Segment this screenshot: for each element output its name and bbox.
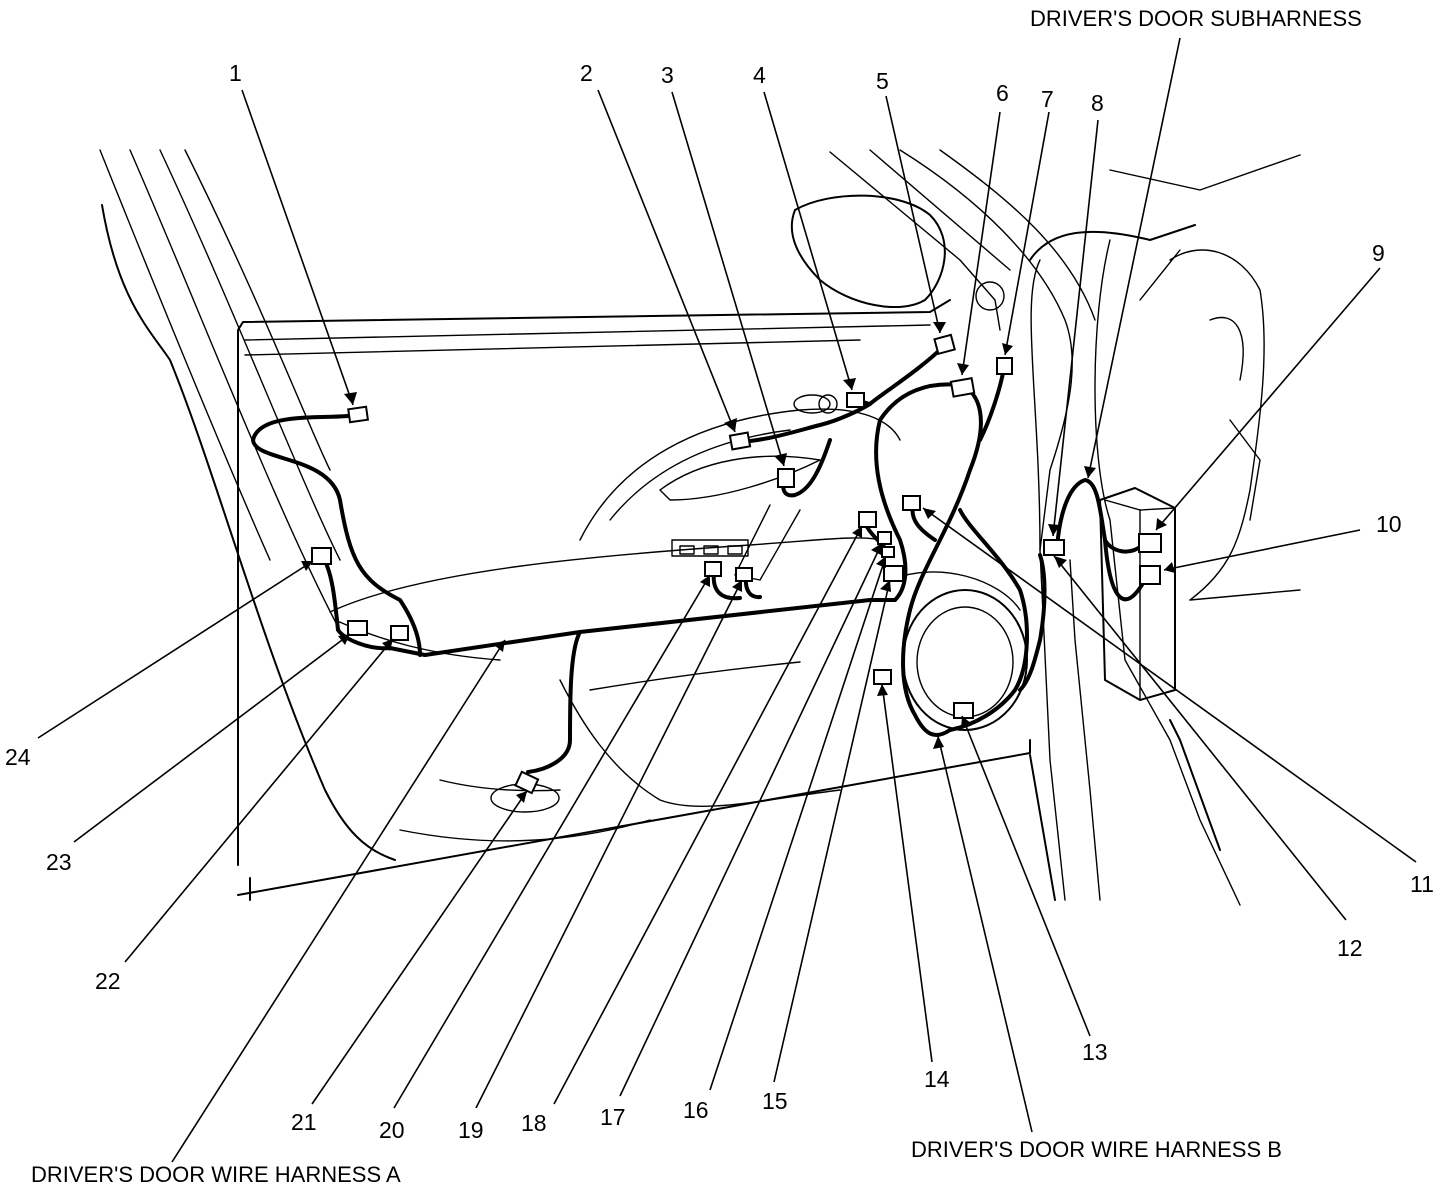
callout-10: 10 <box>1376 511 1402 537</box>
leader-lines <box>37 37 1417 1163</box>
callout-1: 1 <box>229 60 242 86</box>
connector-24 <box>311 547 332 565</box>
body-pillar-outline <box>1029 154 1301 906</box>
connector-1 <box>347 405 370 424</box>
callout-13: 13 <box>1082 1039 1108 1065</box>
connector-10 <box>1139 565 1161 585</box>
callout-2: 2 <box>580 60 593 86</box>
callout-6: 6 <box>996 80 1009 106</box>
harness-wires <box>251 343 1150 774</box>
connector-7 <box>996 357 1013 375</box>
connector-5 <box>933 333 956 356</box>
connector-22 <box>390 625 409 641</box>
callout-17: 17 <box>600 1104 626 1130</box>
connector-9 <box>1138 533 1162 553</box>
label-driver-door-wire-harness-b: DRIVER'S DOOR WIRE HARNESS B <box>911 1137 1282 1162</box>
callout-3: 3 <box>661 62 674 88</box>
label-driver-door-subharness: DRIVER'S DOOR SUBHARNESS <box>1030 6 1362 31</box>
connector-8 <box>1043 539 1065 556</box>
callout-20: 20 <box>379 1117 405 1143</box>
connector-19 <box>735 567 753 582</box>
callout-19: 19 <box>458 1117 484 1143</box>
callout-8: 8 <box>1091 90 1104 116</box>
callout-4: 4 <box>753 62 766 88</box>
callout-5: 5 <box>876 68 889 94</box>
connector-13 <box>953 702 974 719</box>
connector-16 <box>881 546 895 558</box>
connectors <box>311 333 1162 795</box>
callout-9: 9 <box>1372 240 1385 266</box>
callout-21: 21 <box>291 1109 317 1135</box>
connector-2 <box>728 431 752 451</box>
connector-14 <box>873 669 892 685</box>
connector-20 <box>704 561 722 577</box>
callout-11: 11 <box>1410 871 1434 897</box>
callout-22: 22 <box>95 968 121 994</box>
callout-15: 15 <box>762 1088 788 1114</box>
callout-14: 14 <box>924 1066 950 1092</box>
callout-23: 23 <box>46 849 72 875</box>
connector-11 <box>902 495 921 511</box>
connector-23 <box>347 620 368 636</box>
connector-6 <box>949 377 976 398</box>
callout-7: 7 <box>1041 86 1054 112</box>
label-driver-door-wire-harness-a: DRIVER'S DOOR WIRE HARNESS A <box>31 1162 401 1187</box>
callout-12: 12 <box>1337 935 1363 961</box>
connector-17 <box>877 531 892 545</box>
connector-4 <box>846 392 865 408</box>
connector-3 <box>777 468 795 488</box>
callout-24: 24 <box>5 744 31 770</box>
callout-18: 18 <box>521 1110 547 1136</box>
callout-16: 16 <box>683 1097 709 1123</box>
connector-15 <box>883 565 904 582</box>
connector-21 <box>514 770 540 795</box>
connector-18 <box>858 511 877 528</box>
